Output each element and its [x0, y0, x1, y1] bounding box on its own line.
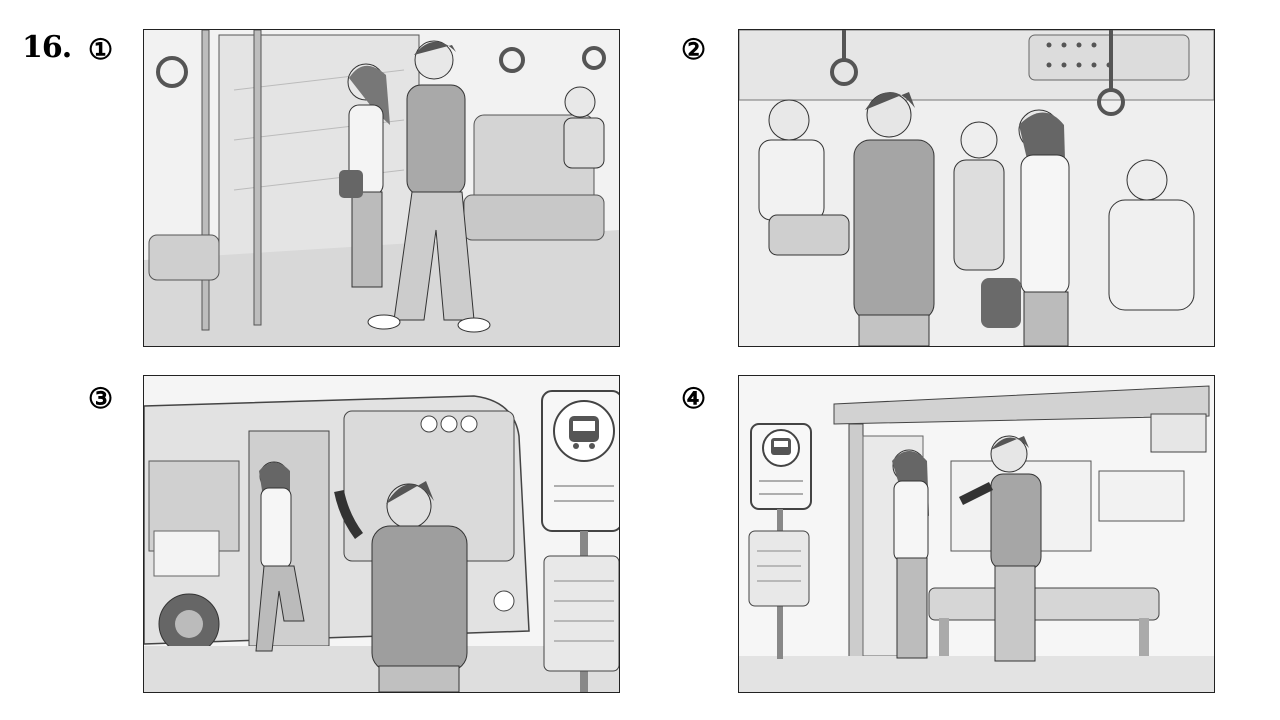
option-2-picture[interactable] [738, 29, 1215, 347]
bus-icon [771, 438, 791, 455]
option-3-picture[interactable] [143, 375, 620, 693]
option-2-marker: ② [681, 33, 707, 66]
option-3-marker: ③ [88, 382, 114, 415]
question-number: 16. [22, 30, 72, 65]
option-4-picture[interactable] [738, 375, 1215, 693]
bus-interior-scene [144, 30, 619, 346]
option-1-picture[interactable] [143, 29, 620, 347]
bus-icon [569, 416, 599, 449]
option-4-marker: ④ [681, 382, 707, 415]
bus-standing-scene [739, 30, 1214, 346]
bus-boarding-scene [144, 376, 619, 692]
option-1-marker: ① [88, 33, 114, 66]
bus-shelter-scene [739, 376, 1214, 692]
